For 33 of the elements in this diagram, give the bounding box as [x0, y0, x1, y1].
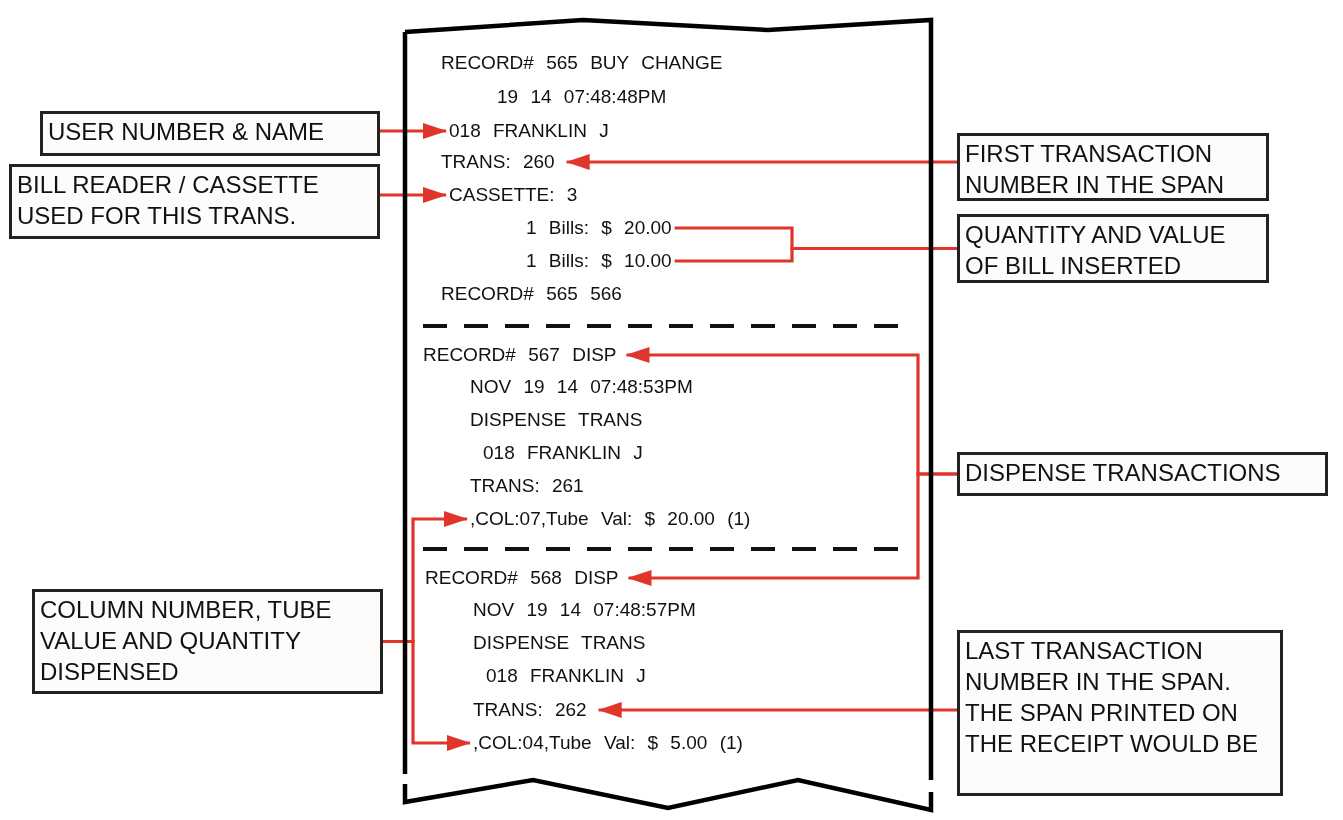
callout-box: LAST TRANSACTION NUMBER IN THE SPAN. THE SPAN PRINTED ON THE RECEIPT WOULD BE	[957, 630, 1283, 796]
receipt-line: 1 Bills: $ 10.00	[526, 249, 672, 273]
receipt-line: 19 14 07:48:48PM	[497, 85, 667, 109]
receipt-line: TRANS: 261	[470, 474, 584, 498]
receipt-paper	[403, 20, 933, 812]
receipt-line: 018 FRANKLIN J	[483, 441, 643, 465]
callout-box: BILL READER / CASSETTE USED FOR THIS TRANS.	[9, 164, 380, 239]
callout-box: FIRST TRANSACTION NUMBER IN THE SPAN	[957, 133, 1269, 201]
receipt-line: RECORD# 565 566	[441, 282, 622, 306]
receipt-line: 018 FRANKLIN J	[486, 664, 646, 688]
arrow	[380, 187, 447, 203]
callout-box: QUANTITY AND VALUE OF BILL INSERTED	[957, 214, 1269, 283]
receipt-line: TRANS: 260	[441, 150, 555, 174]
callout-box: USER NUMBER & NAME	[40, 111, 380, 156]
arrow	[565, 154, 957, 170]
receipt-line: 1 Bills: $ 20.00	[526, 216, 672, 240]
callout-box: COLUMN NUMBER, TUBE VALUE AND QUANTITY DISPENSED	[32, 589, 383, 694]
receipt-line: DISPENSE TRANS	[473, 631, 646, 655]
receipt-line: ,COL:07,Tube Val: $ 20.00 (1)	[470, 507, 751, 531]
arrow	[627, 472, 957, 586]
arrow	[597, 702, 957, 718]
receipt-line: RECORD# 568 DISP	[425, 566, 619, 590]
callout-box: DISPENSE TRANSACTIONS	[957, 452, 1328, 496]
receipt-line: ,COL:04,Tube Val: $ 5.00 (1)	[473, 731, 743, 755]
receipt-line: TRANS: 262	[473, 698, 587, 722]
receipt-line: DISPENSE TRANS	[470, 408, 643, 432]
receipt-line: RECORD# 565 BUY CHANGE	[441, 51, 723, 75]
receipt-line: NOV 19 14 07:48:53PM	[470, 375, 693, 399]
receipt-line: NOV 19 14 07:48:57PM	[473, 598, 696, 622]
receipt-line: RECORD# 567 DISP	[423, 343, 617, 367]
receipt-line: CASSETTE: 3	[449, 183, 578, 207]
arrow	[380, 123, 447, 139]
receipt-line: 018 FRANKLIN J	[449, 119, 609, 143]
